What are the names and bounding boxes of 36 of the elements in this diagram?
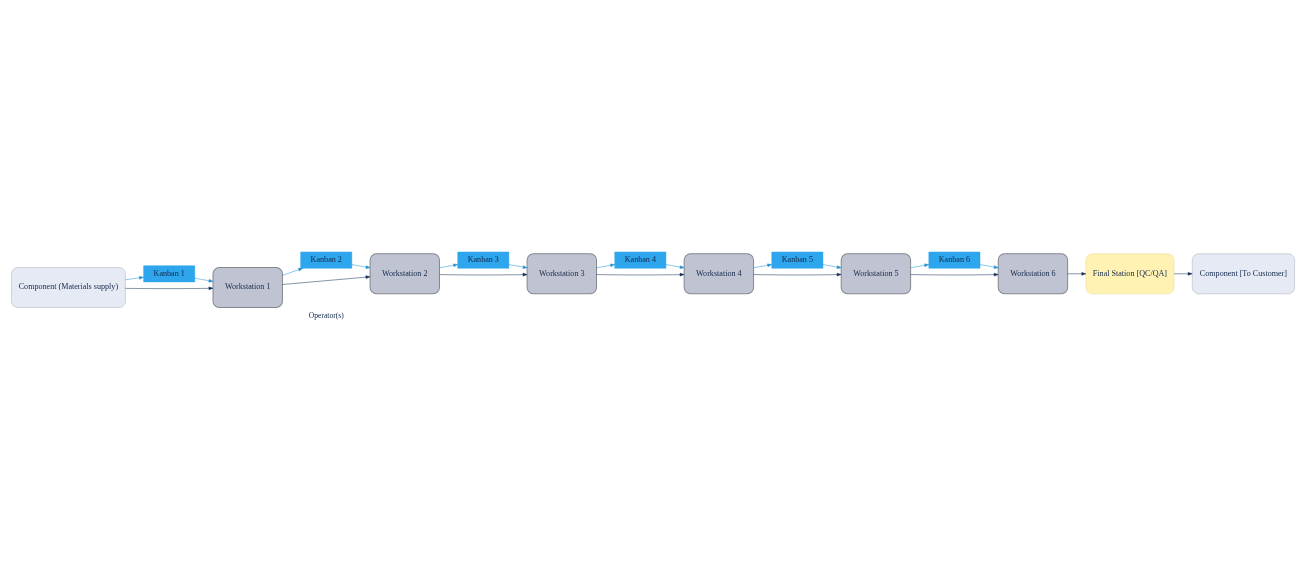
arrow <box>596 263 615 269</box>
arrow <box>439 263 458 269</box>
node-box: Workstation 2 <box>369 253 440 295</box>
arrow <box>753 272 842 277</box>
arrow <box>125 286 214 290</box>
arrow <box>194 278 214 283</box>
arrow <box>665 264 685 269</box>
arrow <box>351 264 371 269</box>
node-box: Workstation 6 <box>997 253 1069 295</box>
arrow <box>979 264 999 269</box>
arrow <box>439 272 528 277</box>
node-box: Workstation 4 <box>683 253 755 295</box>
arrow <box>508 264 528 269</box>
node-box: Component (Materials supply) <box>11 267 126 308</box>
label: Operator(s) <box>308 310 344 320</box>
node-box: Workstation 5 <box>840 253 912 295</box>
node-box: Kanban 4 <box>614 251 667 269</box>
node-box: Workstation 3 <box>526 253 598 295</box>
node-box: Workstation 1 <box>212 266 283 308</box>
node-box: Final Station [QC/QA] <box>1085 253 1175 295</box>
arrow <box>282 268 303 276</box>
arrow <box>282 275 371 285</box>
node-box: Kanban 3 <box>457 251 510 269</box>
node-box: Kanban 2 <box>300 251 353 269</box>
node-box: Component [To Customer] <box>1192 253 1295 295</box>
arrow <box>1173 272 1193 276</box>
arrow <box>910 263 929 269</box>
node-box: Kanban 6 <box>928 251 981 269</box>
arrow <box>822 264 842 269</box>
arrow <box>1067 272 1087 276</box>
arrow <box>753 263 772 269</box>
arrow <box>125 276 144 280</box>
node-box: Kanban 1 <box>143 265 196 283</box>
arrow <box>910 272 999 277</box>
arrow <box>596 272 685 277</box>
node-box: Kanban 5 <box>771 251 824 269</box>
